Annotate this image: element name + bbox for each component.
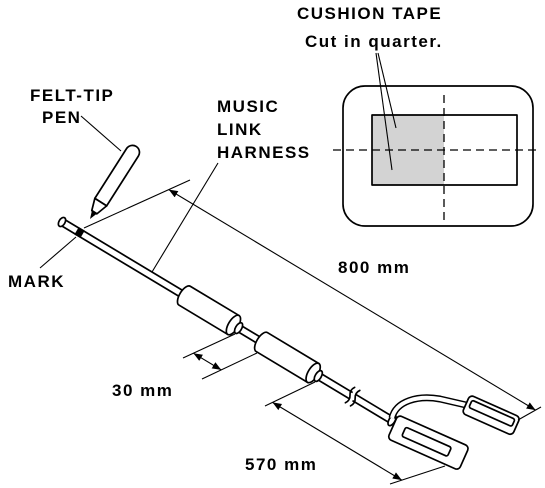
pen-body <box>93 144 141 207</box>
cut-in-quarter-label: Cut in quarter. <box>305 32 443 51</box>
tape-to-connector-label: 570 mm <box>245 455 317 474</box>
position-extension-2 <box>389 465 446 485</box>
overall-dimension-line <box>168 189 536 411</box>
cushion-tape-inset <box>333 85 537 227</box>
harness-cable-end <box>57 216 67 228</box>
overall-extension-right <box>517 406 542 421</box>
link-label: LINK <box>217 120 263 139</box>
tape-to-connector-dimension <box>264 381 446 485</box>
position-extension-1 <box>264 381 316 407</box>
music-label: MUSIC <box>217 97 279 116</box>
pen-label: PEN <box>42 108 81 127</box>
pen-mark <box>74 227 85 239</box>
mark-label: MARK <box>8 272 65 291</box>
gap-extension-1 <box>182 333 236 359</box>
pen-nib <box>90 209 98 219</box>
cushion-tape-leader-1 <box>377 52 397 129</box>
gap-dimension-line <box>193 352 222 371</box>
felt-tip-pen <box>90 144 141 219</box>
connector-lower-face <box>401 426 452 457</box>
tape-gap-dimension <box>182 333 258 380</box>
pen-leader <box>80 115 122 152</box>
overall-extension-left <box>83 179 191 229</box>
tape-gap-label: 30 mm <box>112 381 173 400</box>
position-dimension-line <box>272 401 403 481</box>
cushion-tape-leader-2 <box>375 52 393 171</box>
cushion-tape-label: CUSHION TAPE <box>297 4 442 23</box>
overall-length-dimension <box>83 179 542 421</box>
felt-tip-label: FELT-TIP <box>30 86 114 105</box>
tape-quarter-highlight <box>372 115 444 185</box>
harness-label: HARNESS <box>217 143 311 162</box>
mark-leader <box>39 236 77 269</box>
overall-length-label: 800 mm <box>338 258 410 277</box>
gap-extension-2 <box>201 352 258 380</box>
